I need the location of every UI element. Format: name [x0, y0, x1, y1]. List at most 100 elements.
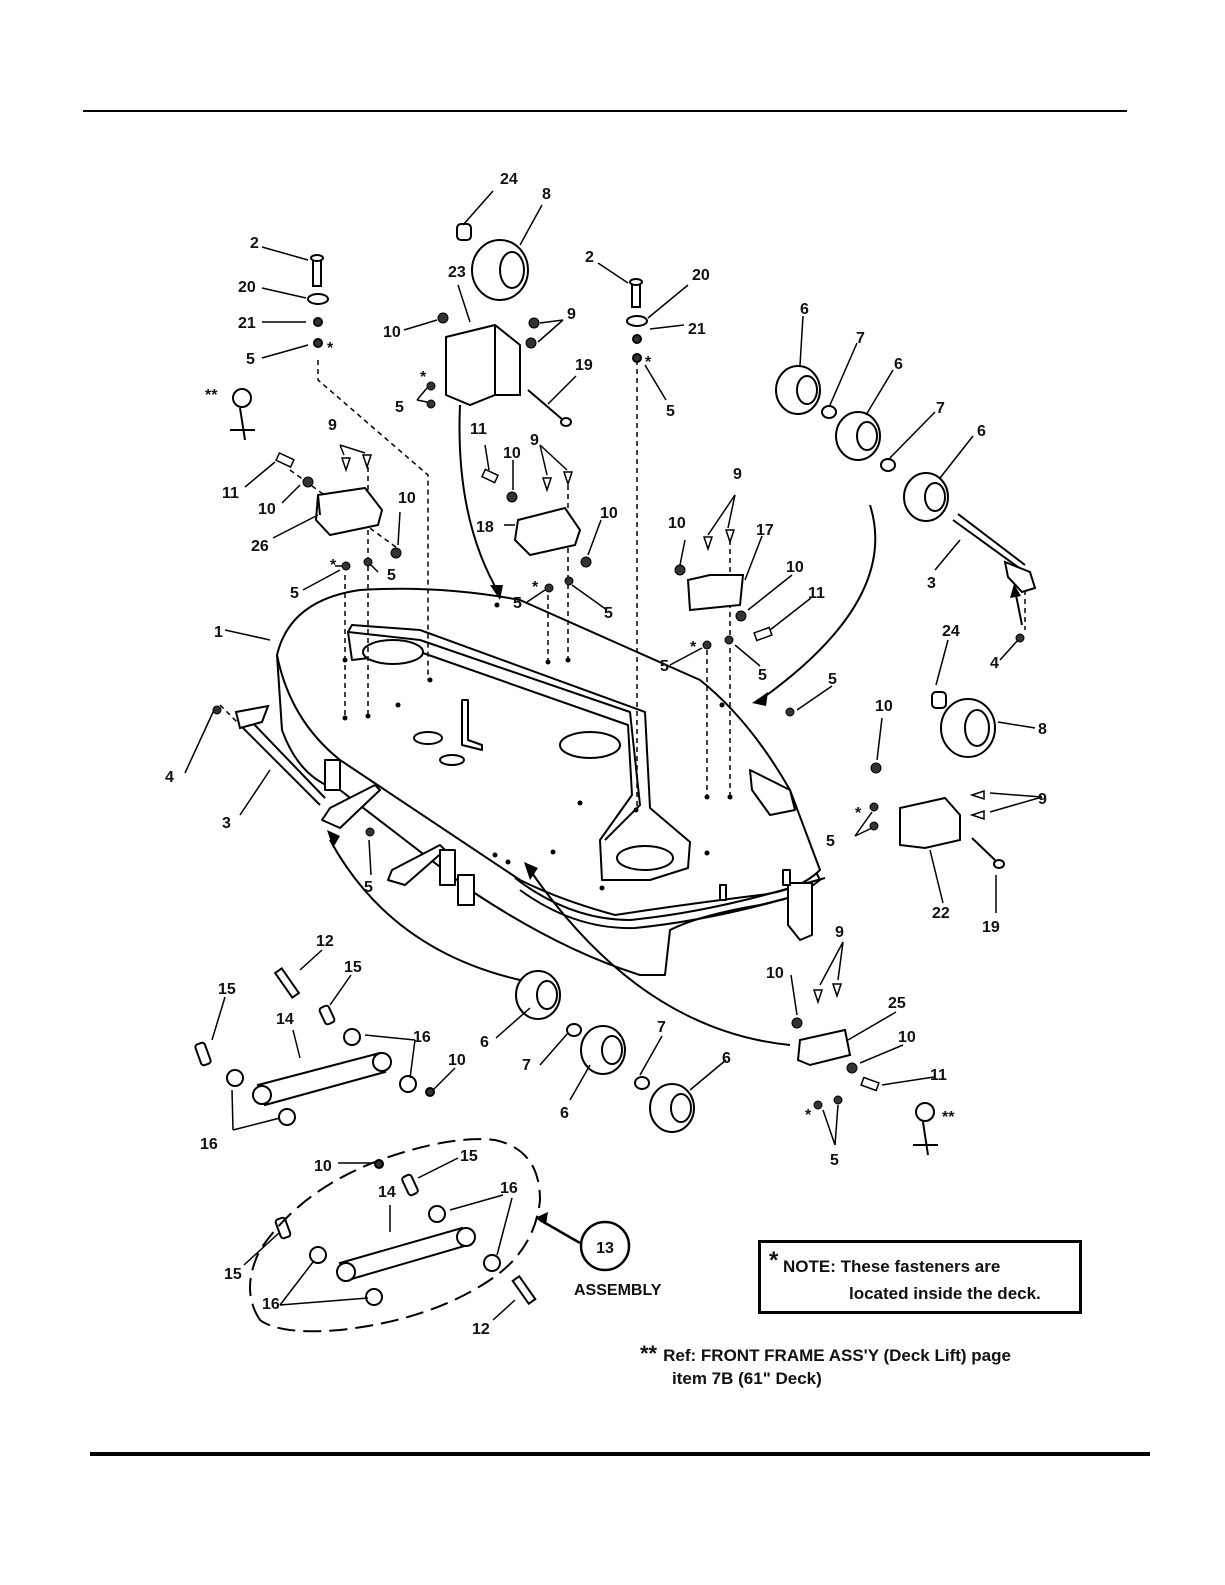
callout: 10	[314, 1158, 332, 1175]
callout: 14	[276, 1011, 294, 1028]
asterisk-marker: *	[855, 805, 862, 822]
callout: 5	[828, 671, 837, 688]
assembly-outline	[249, 1138, 542, 1333]
callout: 9	[530, 432, 539, 449]
callout: 24	[500, 171, 518, 188]
callout: 10	[448, 1052, 466, 1069]
callout: 26	[251, 538, 269, 555]
callout: 15	[218, 981, 236, 998]
callout: 2	[250, 235, 259, 252]
callout: 11	[808, 585, 825, 602]
callout: 19	[575, 357, 593, 374]
reference-text-1: Ref: FRONT FRAME ASS'Y (Deck Lift) page	[663, 1346, 1011, 1365]
callout: 10	[898, 1029, 916, 1046]
callout: 23	[448, 264, 466, 281]
callout: 3	[222, 815, 231, 832]
reference-line-1: ** Ref: FRONT FRAME ASS'Y (Deck Lift) pag…	[640, 1342, 1011, 1367]
callout: 15	[460, 1148, 478, 1165]
small-bolts	[275, 451, 985, 1092]
callout: 5	[604, 605, 613, 622]
callout: 20	[692, 267, 710, 284]
callout: 7	[936, 400, 945, 417]
callout: 22	[932, 905, 950, 922]
callout: 10	[766, 965, 784, 982]
callouts: 24 8 2 20 21 5 23 10 9 5 19 2 20 21 5 6 …	[165, 171, 1047, 1338]
callout: 10	[786, 559, 804, 576]
callout: 1	[214, 624, 223, 641]
callout: 7	[856, 330, 865, 347]
callout: 12	[472, 1321, 490, 1338]
asterisk-marker: *	[805, 1107, 812, 1124]
callout: 7	[522, 1057, 531, 1074]
callout: 25	[888, 995, 906, 1012]
callout: 18	[476, 519, 494, 536]
note-line-2: located inside the deck.	[849, 1284, 1041, 1303]
callout: 5	[395, 399, 404, 416]
callout: 6	[722, 1050, 731, 1067]
markers: * * * * * * * * ** **	[205, 340, 955, 1126]
double-asterisk-marker: **	[205, 387, 218, 404]
callout: 11	[470, 421, 487, 438]
callout: 16	[262, 1296, 280, 1313]
callout: 10	[875, 698, 893, 715]
callout: 6	[977, 423, 986, 440]
callout: 21	[688, 321, 706, 338]
reference-note: ** Ref: FRONT FRAME ASS'Y (Deck Lift) pag…	[640, 1342, 1011, 1390]
callout: 8	[1038, 721, 1047, 738]
reference-line-2: item 7B (61" Deck)	[672, 1369, 822, 1388]
parts	[194, 223, 1037, 1306]
callout: 6	[480, 1034, 489, 1051]
note-line-1: NOTE: These fasteners are	[783, 1257, 1001, 1276]
asterisk-marker: *	[420, 369, 427, 386]
callout: 10	[258, 501, 276, 518]
callout: 9	[733, 466, 742, 483]
callout: 11	[930, 1067, 947, 1084]
callout: 6	[894, 356, 903, 373]
callout: 15	[344, 959, 362, 976]
asterisk-marker: *	[532, 579, 539, 596]
callout: 12	[316, 933, 334, 950]
asterisk-marker: *	[645, 354, 652, 371]
deck-holes	[342, 602, 733, 891]
callout: 2	[585, 249, 594, 266]
callout: 5	[830, 1152, 839, 1169]
callout: 5	[666, 403, 675, 420]
callout: 3	[927, 575, 936, 592]
callout: 10	[668, 515, 686, 532]
callout: 16	[500, 1180, 518, 1197]
callout: 4	[990, 655, 999, 672]
callout: 10	[383, 324, 401, 341]
leader-lines	[184, 190, 1043, 1321]
callout: 5	[387, 567, 396, 584]
assembly-arrows	[329, 404, 1023, 1046]
assembly-13-circle	[579, 1220, 631, 1272]
callout: 10	[503, 445, 521, 462]
callout: 5	[364, 879, 373, 896]
callout: 5	[246, 351, 255, 368]
callout: 16	[200, 1136, 218, 1153]
mower-deck	[276, 587, 826, 976]
note-asterisk: *	[769, 1247, 779, 1274]
callout: 24	[942, 623, 960, 640]
asterisk-marker: *	[330, 557, 337, 574]
callout: 9	[328, 417, 337, 434]
callout: 8	[542, 186, 551, 203]
note-box: * NOTE: These fasteners are located insi…	[758, 1240, 1082, 1314]
callout: 7	[657, 1019, 666, 1036]
reference-asterisks: **	[640, 1341, 658, 1366]
asterisk-marker: *	[327, 340, 334, 357]
callout: 14	[378, 1184, 396, 1201]
callout: 5	[290, 585, 299, 602]
callout: 19	[982, 919, 1000, 936]
callout: 5	[513, 595, 522, 612]
arrow-heads	[327, 584, 1021, 1225]
callout: 5	[826, 833, 835, 850]
callout: 16	[413, 1029, 431, 1046]
callout: 10	[600, 505, 618, 522]
callout: 21	[238, 315, 256, 332]
assembly-label: ASSEMBLY	[574, 1282, 662, 1299]
callout: 4	[165, 769, 174, 786]
callout: 20	[238, 279, 256, 296]
assembly-pointer	[539, 1218, 581, 1245]
callout: 11	[222, 485, 239, 502]
